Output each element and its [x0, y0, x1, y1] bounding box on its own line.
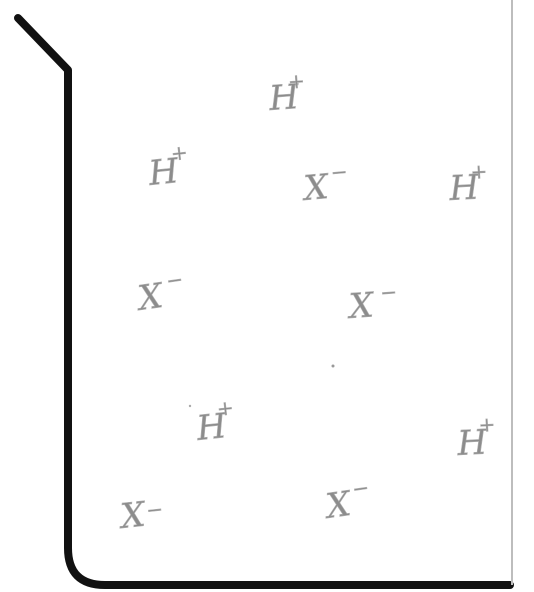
hydrogen-ion: H +: [266, 69, 307, 120]
ion-symbol: X: [116, 494, 149, 537]
ion-charge: +: [216, 395, 235, 421]
beaker-wall: [18, 18, 510, 585]
hydrogen-ion: H +: [447, 159, 489, 209]
ion-symbol: X: [345, 285, 377, 327]
ion-charge: +: [170, 140, 189, 166]
ion-charge: +: [287, 69, 305, 94]
ion-charge: −: [330, 159, 349, 184]
ion-symbol: X: [133, 276, 167, 320]
hydrogen-ion: H +: [455, 412, 497, 464]
stray-dot: [189, 405, 191, 407]
ion-symbol: X: [321, 484, 355, 528]
ion-charge: −: [145, 497, 164, 523]
ion-charge: +: [478, 412, 496, 437]
x-anion: X −: [132, 267, 188, 319]
x-anion: X −: [345, 280, 400, 328]
stray-dot: [332, 365, 335, 368]
ion-charge: +: [470, 159, 488, 184]
x-anion: X −: [116, 493, 166, 538]
ion-charge: −: [379, 280, 397, 305]
x-anion: X −: [320, 475, 374, 527]
x-anion: X −: [299, 159, 351, 209]
ion-charge: −: [351, 475, 371, 501]
hydrogen-ion: H +: [193, 395, 238, 449]
ion-symbol: X: [299, 167, 331, 209]
hydrogen-ion: H +: [145, 140, 192, 194]
ion-charge: −: [165, 267, 185, 293]
